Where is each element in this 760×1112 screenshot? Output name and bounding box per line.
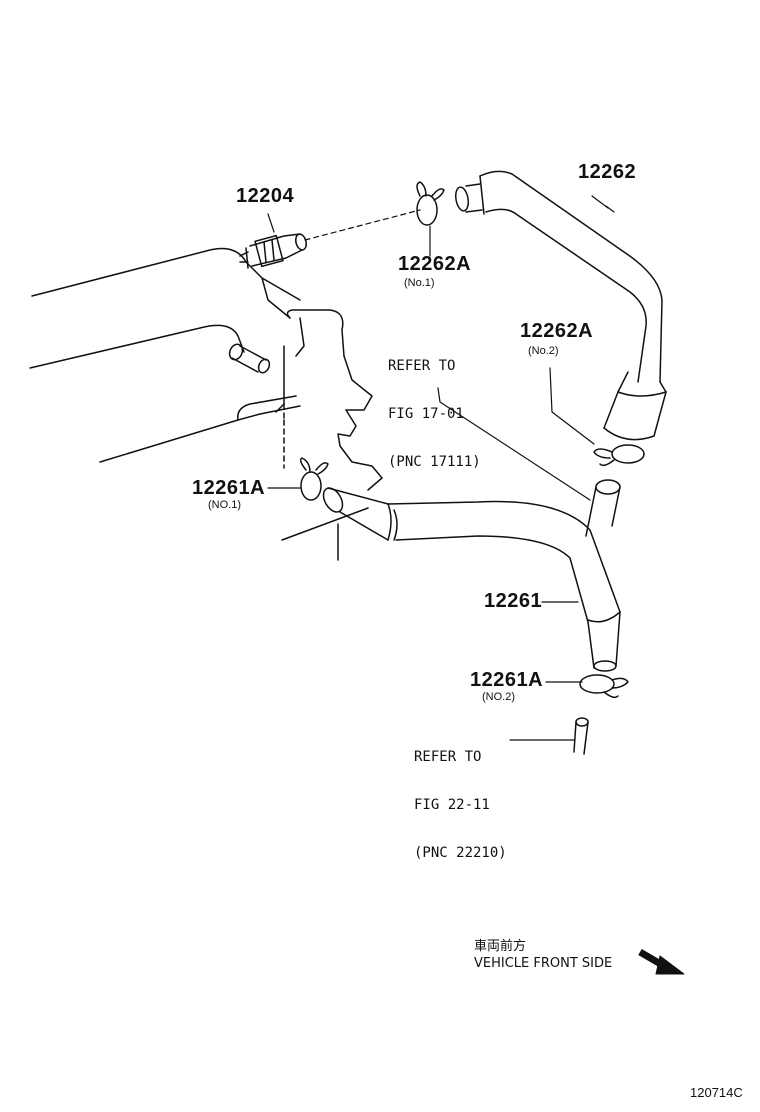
reference-line-3: (PNC 22210): [414, 845, 507, 861]
part-label-12262: 12262: [578, 161, 637, 183]
part-label-12204: 12204: [236, 185, 295, 207]
part-note-12261a-no1: (NO.1): [208, 499, 241, 511]
engine-block-outline: [29, 247, 383, 561]
hose-12261: [322, 487, 621, 672]
part-label-12261a-no2: 12261A: [470, 669, 544, 691]
part-label-12262a-no2: 12262A: [520, 320, 594, 342]
part-label-12261a-no1: 12261A: [192, 477, 266, 499]
vehicle-front-legend: 車両前方 VEHICLE FRONT SIDE: [474, 938, 612, 972]
front-direction-arrow: [638, 948, 685, 975]
clamp-12262a-no1: [416, 181, 445, 257]
clamp-12262a-no2: [549, 367, 645, 467]
intake-nipple: [228, 343, 271, 374]
pcv-valve-12204: [239, 209, 421, 269]
reference-note-22210: REFER TO FIG 22-11 (PNC 22210): [414, 717, 507, 893]
reference-line-1: REFER TO: [388, 358, 456, 374]
clamp-12261a-no1: [267, 457, 329, 501]
part-note-12261a-no2: (NO.2): [482, 691, 515, 703]
ref-pipe-22210: [509, 717, 589, 755]
reference-line-1: REFER TO: [414, 749, 482, 765]
clamp-12261a-no2: [545, 674, 629, 699]
vehicle-front-english: VEHICLE FRONT SIDE: [474, 956, 613, 971]
diagram-code: 120714C: [690, 1085, 743, 1100]
part-note-12262a-no1: (No.1): [404, 277, 435, 289]
part-label-12261: 12261: [484, 590, 543, 612]
part-note-12262a-no2: (No.2): [528, 345, 559, 357]
reference-note-17111: REFER TO FIG 17-01 (PNC 17111): [388, 326, 481, 502]
reference-line-2: FIG 17-01: [388, 406, 464, 422]
reference-line-3: (PNC 17111): [388, 454, 481, 470]
hose-12262: [454, 170, 667, 441]
vehicle-front-japanese: 車両前方: [474, 939, 527, 954]
reference-line-2: FIG 22-11: [414, 797, 490, 813]
part-label-12262a-no1: 12262A: [398, 253, 472, 275]
